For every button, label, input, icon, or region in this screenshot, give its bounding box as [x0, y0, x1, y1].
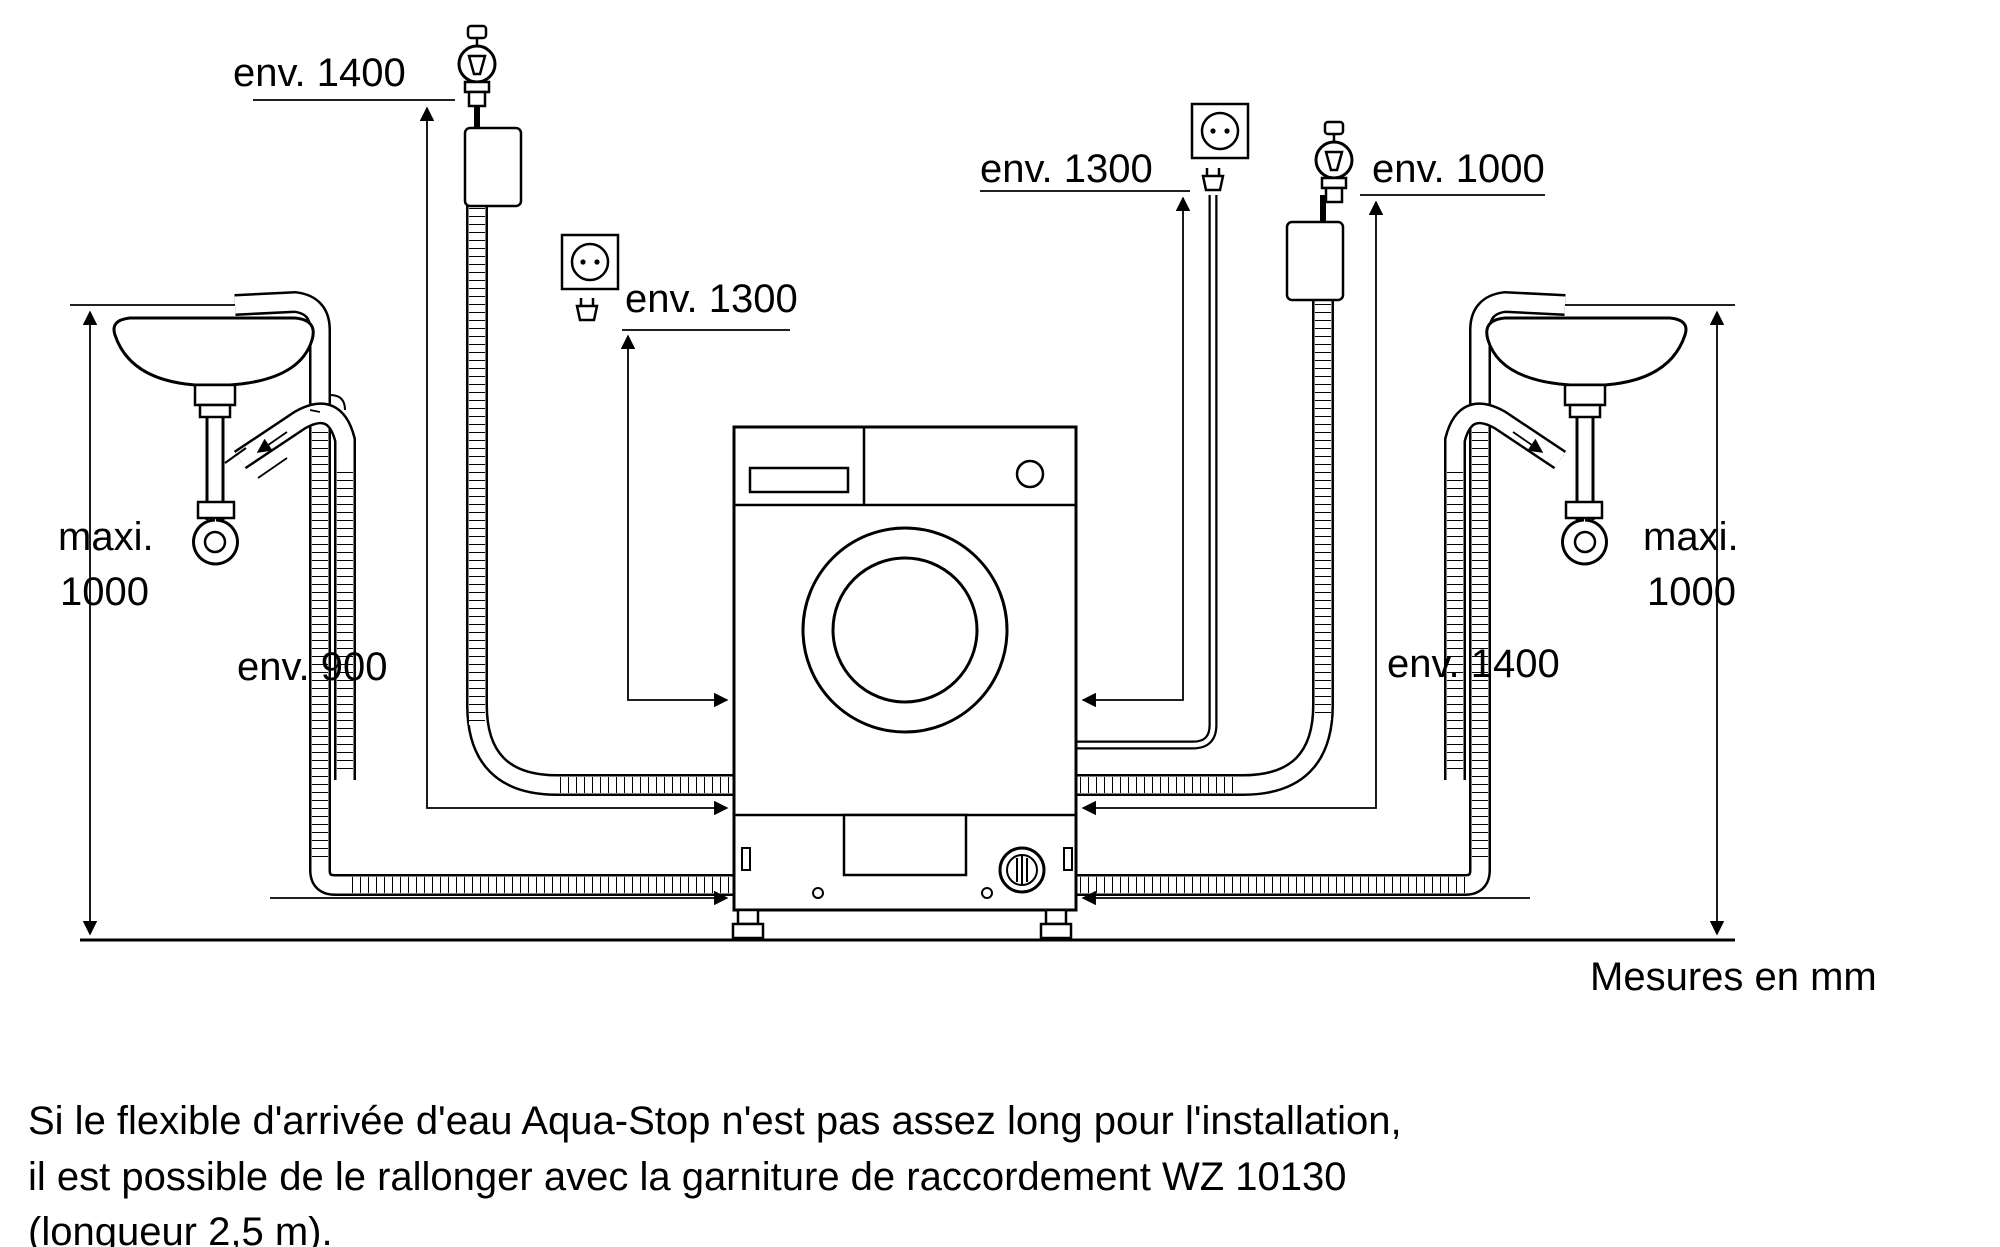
- drain-connector-right: [1444, 402, 1567, 780]
- label-max-left-2: 1000: [60, 570, 149, 614]
- drain-hose-right: [1075, 290, 1566, 896]
- power-socket-icon: [1190, 102, 1250, 160]
- sink-icon: [112, 316, 315, 566]
- washing-machine-icon: [731, 425, 1078, 940]
- label-max-right-2: 1000: [1647, 570, 1736, 614]
- dimension-drain-right: [1081, 431, 1544, 906]
- power-cable-right: [1075, 195, 1218, 750]
- dimension-power-left: [620, 329, 790, 708]
- label-max-right-1: maxi.: [1643, 515, 1739, 559]
- label-drain-right: env. 1400: [1387, 642, 1560, 686]
- water-tap-icon: [457, 24, 497, 108]
- drain-hose-left: [234, 290, 735, 896]
- power-plug-icon: [575, 296, 599, 322]
- label-power-right: env. 1300: [980, 147, 1153, 191]
- label-inlet-left: env. 1400: [233, 51, 406, 95]
- note-line-3: (longueur 2,5 m).: [28, 1210, 333, 1247]
- dimension-max-left: [70, 304, 235, 936]
- power-socket-icon: [560, 233, 620, 291]
- dimension-inlet-left: [253, 99, 729, 816]
- dimension-max-right: [1565, 304, 1735, 936]
- dimension-drain-left: [256, 409, 729, 906]
- power-plug-icon: [1201, 166, 1225, 192]
- label-inlet-right: env. 1000: [1372, 147, 1545, 191]
- water-tap-icon: [1314, 120, 1354, 204]
- label-drain-left: env. 900: [237, 645, 388, 689]
- inlet-hose-left: [463, 100, 735, 796]
- sink-icon: [1485, 316, 1688, 566]
- power-cable-left: [584, 330, 735, 748]
- dimension-inlet-right: [1081, 194, 1545, 816]
- label-power-left: env. 1300: [625, 277, 798, 321]
- note-line-2: il est possible de le rallonger avec la …: [28, 1155, 1346, 1199]
- label-max-left-1: maxi.: [58, 515, 154, 559]
- note-line-1: Si le flexible d'arrivée d'eau Aqua-Stop…: [28, 1099, 1402, 1143]
- drain-connector-left: [233, 402, 356, 780]
- label-units: Mesures en mm: [1590, 955, 1877, 999]
